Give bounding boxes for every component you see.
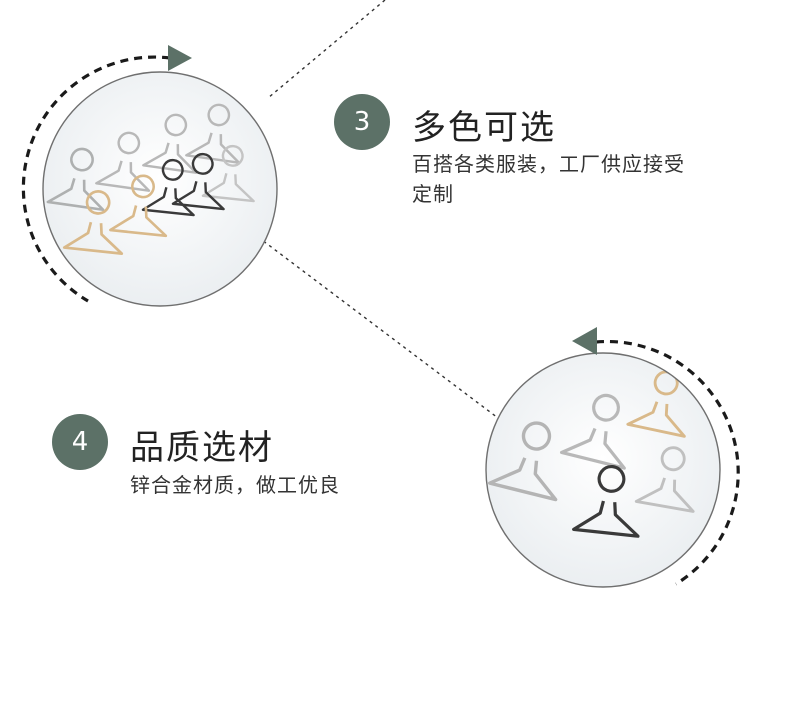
product-photo-circle-multicolor [42, 71, 278, 307]
feature-description-multicolor: 百搭各类服装，工厂供应接受 定制 [412, 149, 685, 209]
feature-number-badge-3: 3 [334, 94, 390, 150]
feature-number-badge-4: 4 [52, 414, 108, 470]
rotate-arrow-top [21, 45, 192, 303]
feature-description-quality: 锌合金材质，做工优良 [130, 473, 340, 497]
feature-title-multicolor: 多色可选 [412, 108, 556, 148]
product-photo-circle-alloy [485, 352, 721, 588]
feature-description-line: 定制 [412, 182, 454, 206]
connector-line-middle [257, 236, 499, 419]
feature-description-line: 百搭各类服装，工厂供应接受 [412, 152, 685, 176]
feature-title-quality: 品质选材 [130, 428, 274, 468]
rotate-arrow-bottom [572, 327, 740, 586]
connector-line-top [267, 0, 386, 99]
